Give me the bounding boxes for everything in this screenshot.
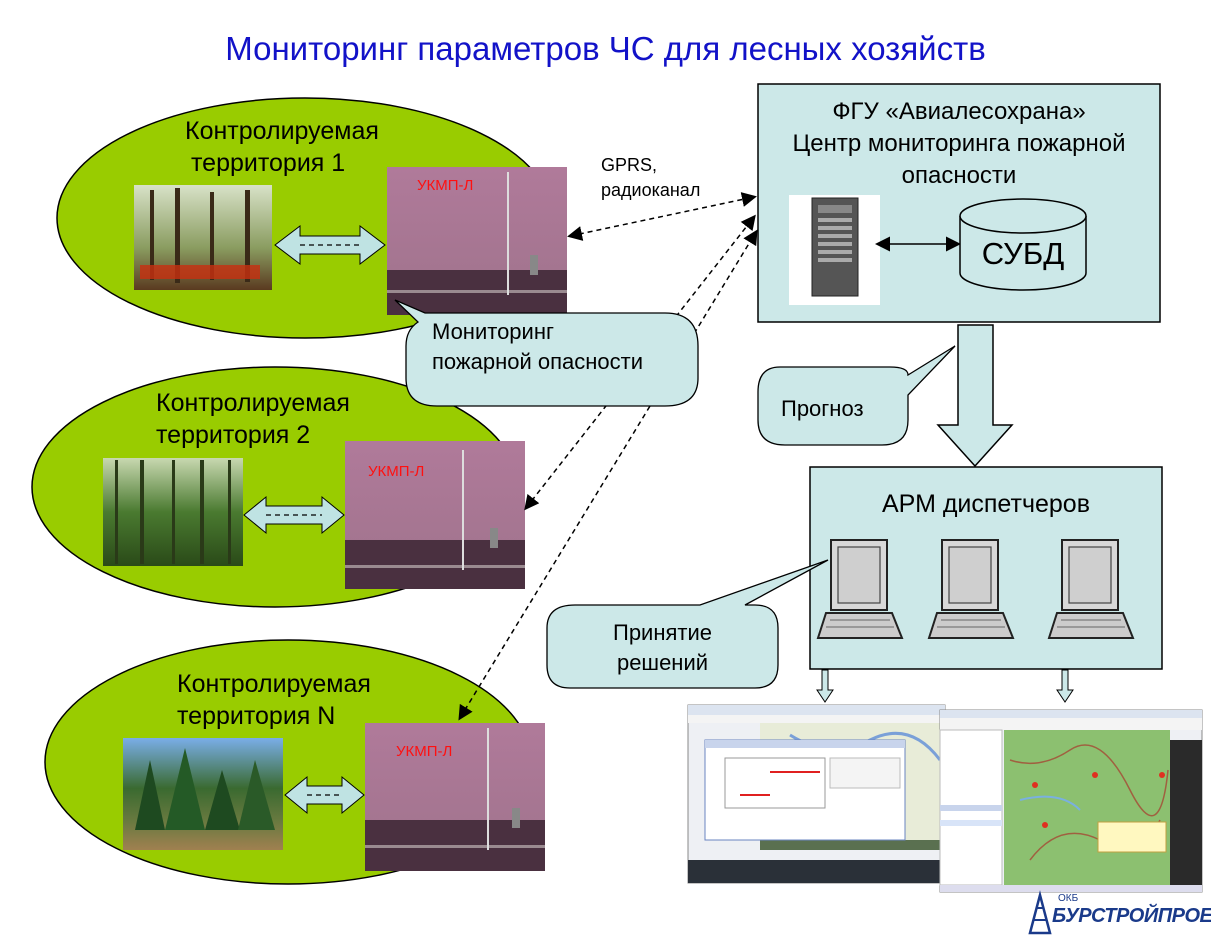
forecast-callout: [757, 345, 956, 446]
device-label-n: УКМП-Л: [396, 743, 453, 760]
logo-small: ОКБ: [1058, 893, 1079, 904]
server-icon: [789, 195, 880, 305]
forest-fire-photo: [134, 185, 272, 290]
decisions-callout-text: Принятие решений: [547, 618, 778, 678]
monitoring-line2: пожарной опасности: [432, 349, 644, 374]
laptop-icon: [1047, 539, 1135, 639]
app-screenshot-1: [687, 704, 946, 884]
arm-title: АРМ диспетчеров: [882, 490, 1090, 518]
app-screenshot-2: [939, 709, 1203, 893]
forecast-arrow: [936, 324, 1014, 468]
page-title: Мониторинг параметров ЧС для лесных хозя…: [225, 30, 986, 67]
territory-1-line1: Контролируемая: [185, 117, 379, 145]
link-label-line2: радиоканал: [601, 180, 701, 200]
station-photo-n: [365, 723, 545, 871]
derrick-icon: [1028, 890, 1052, 935]
monitoring-callout-text: Мониторинг пожарной опасности: [432, 317, 643, 377]
link-label-line1: GPRS,: [601, 155, 658, 175]
center-title-line3: опасности: [901, 162, 1017, 189]
db-label: СУБД: [981, 236, 1065, 271]
territory-1-label: Контролируемая территория 1: [185, 115, 379, 179]
forest-photo-2: [103, 458, 243, 566]
center-title-line2: Центр мониторинга пожарной: [792, 130, 1126, 157]
double-arrow-n: [284, 775, 365, 815]
link-label: GPRS, радиоканал: [601, 153, 700, 203]
logo-name: БУРСТРОЙПРОЕКТ: [1052, 905, 1211, 927]
radio-link-n: [458, 229, 758, 721]
double-arrow-1: [274, 224, 386, 266]
territory-1-line2: территория 1: [191, 149, 346, 177]
center-title-line1: ФГУ «Авиалесохрана»: [832, 98, 1086, 125]
territory-2-line1: Контролируемая: [156, 389, 350, 417]
screen-arrow-1: [816, 669, 834, 703]
forecast-callout-text: Прогноз: [781, 396, 864, 421]
device-label-1: УКМП-Л: [417, 177, 474, 194]
territory-2-label: Контролируемая территория 2: [156, 387, 350, 451]
center-title: ФГУ «Авиалесохрана» Центр мониторинга по…: [758, 96, 1160, 192]
monitoring-line1: Мониторинг: [432, 319, 555, 344]
decisions-callout: [546, 559, 829, 689]
double-arrow-2: [243, 495, 345, 535]
territory-n-line1: Контролируемая: [177, 670, 371, 698]
decisions-line2: решений: [616, 650, 709, 675]
monitoring-callout: [394, 299, 699, 407]
decisions-line1: Принятие: [613, 620, 712, 645]
territory-2-line2: территория 2: [156, 421, 311, 449]
territory-n-line2: территория N: [177, 702, 336, 730]
station-photo-1: [387, 167, 567, 315]
screen-arrow-2: [1056, 669, 1074, 703]
forest-photo-n: [123, 738, 283, 850]
laptop-icon: [816, 539, 904, 639]
device-label-2: УКМП-Л: [368, 463, 425, 480]
territory-n-label: Контролируемая территория N: [177, 668, 371, 732]
database-cylinder: [959, 198, 1087, 291]
laptop-icon: [927, 539, 1015, 639]
